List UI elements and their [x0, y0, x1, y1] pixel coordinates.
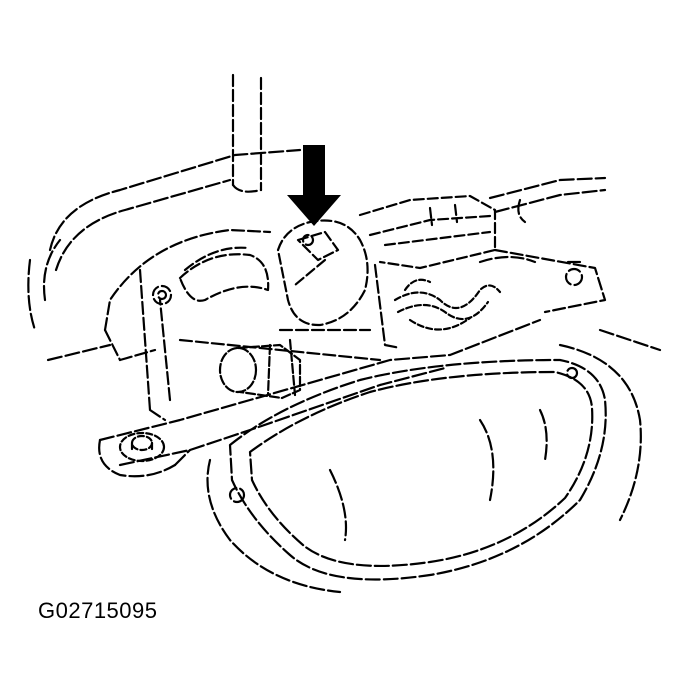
shift-cable	[488, 176, 607, 224]
arrow-down-icon	[287, 145, 341, 226]
shift-lever-rod	[231, 73, 263, 193]
key-interlock-cam	[276, 219, 369, 327]
mounting-bolt	[118, 431, 166, 463]
mounting-rail-right	[373, 248, 607, 350]
housing-outline-left	[27, 148, 302, 362]
shifter-bracket	[103, 228, 382, 422]
shift-pin	[218, 338, 302, 400]
detent-slot	[151, 246, 270, 306]
wiring-harness	[393, 278, 502, 331]
transmission-housing-pan	[206, 328, 662, 594]
figure-id-label: G02715095	[38, 598, 158, 623]
solenoid-block	[358, 194, 497, 270]
